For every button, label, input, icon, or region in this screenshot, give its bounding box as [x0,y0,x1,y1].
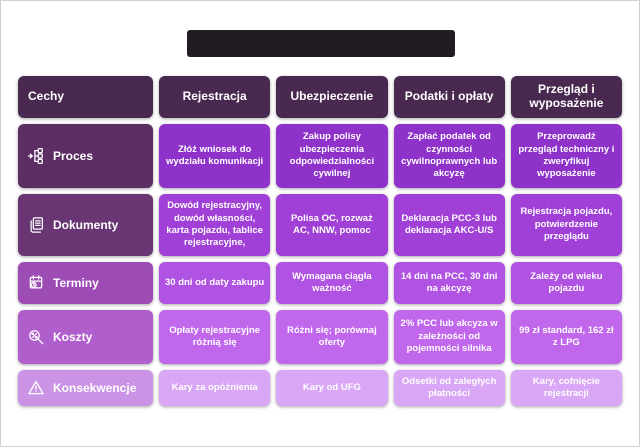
table-cell: Kary od UFG [276,370,388,406]
table-cell: Kary za opóźnienia [159,370,271,406]
column-header-przeglad: Przegląd i wyposażenie [510,76,622,118]
table-cell: 2% PCC lub akcyza w zależności od pojemn… [393,310,505,364]
row-label-text: Terminy [53,276,99,290]
row-label-proces: Proces [18,124,153,188]
table-cell: Przeprowadź przegląd techniczny i zweryf… [510,124,622,188]
table-cell: Złóż wniosek do wydziału komunikacji [159,124,271,188]
row-label-text: Konsekwencje [53,381,137,395]
table-cell: Różni się; porównaj oferty [276,310,388,364]
table-cell: 14 dni na PCC, 30 dni na akcyzę [393,262,505,304]
table-cell: Opłaty rejestracyjne różnią się [159,310,271,364]
process-flow-icon [27,147,45,165]
row-label-dokumenty: Dokumenty [18,194,153,256]
table-cell: Polisa OC, rozważ AC, NNW, pomoc [276,194,388,256]
row-label-text: Koszty [53,330,93,344]
column-header-ubezpieczenie: Ubezpieczenie [276,76,388,118]
warning-icon [27,379,45,397]
table-cell: Dowód rejestracyjny, dowód własności, ka… [159,194,271,256]
row-label-text: Dokumenty [53,218,119,232]
row-label-text: Proces [53,149,94,163]
column-header-podatki: Podatki i opłaty [393,76,505,118]
table-cell: Deklaracja PCC-3 lub deklaracja AKC-U/S [393,194,505,256]
row-label-konsekwencje: Konsekwencje [18,370,153,406]
magnifier-percent-icon [27,328,45,346]
title-bar [187,30,455,57]
calendar-clock-icon [27,274,45,292]
column-header-rejestracja: Rejestracja [159,76,271,118]
row-label-terminy: Terminy [18,262,153,304]
table-cell: Zakup polisy ubezpieczenia odpowiedzialn… [276,124,388,188]
comparison-table: Cechy Rejestracja Ubezpieczenie Podatki … [18,76,622,406]
table-cell: 99 zł standard, 162 zł z LPG [510,310,622,364]
table-cell: Wymagana ciągła ważność [276,262,388,304]
table-cell: Rejestracja pojazdu, potwierdzenie przeg… [510,194,622,256]
table-cell: Zależy od wieku pojazdu [510,262,622,304]
table-cell: Zapłać podatek od czynności cywilnoprawn… [393,124,505,188]
documents-icon [27,216,45,234]
row-label-koszty: Koszty [18,310,153,364]
table-cell: Kary, cofnięcie rejestracji [510,370,622,406]
column-header-cechy: Cechy [18,76,153,118]
table-cell: Odsetki od zaległych płatności [393,370,505,406]
table-cell: 30 dni od daty zakupu [159,262,271,304]
